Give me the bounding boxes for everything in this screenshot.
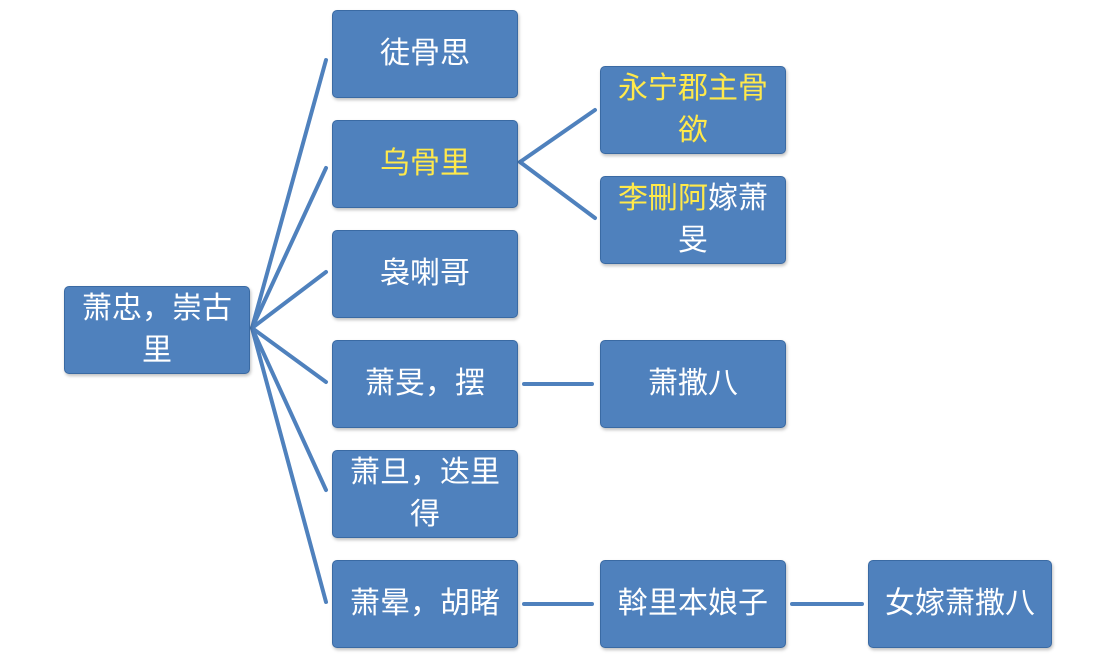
child-label: 萧晕，胡睹 xyxy=(350,586,500,621)
grandchild-node-yongning: 永宁郡主骨欲 xyxy=(600,66,786,154)
child-node-xiaoyun: 萧晕，胡睹 xyxy=(332,560,518,648)
grandchild-label: 永宁郡主骨欲 xyxy=(618,71,768,148)
grandchild-node-sababa: 萧撒八 xyxy=(600,340,786,428)
child-node-niaolage: 袅喇哥 xyxy=(332,230,518,318)
child-node-tugusi: 徒骨思 xyxy=(332,10,518,98)
grandchild-node-lishua: 李刪阿嫁萧旻 xyxy=(600,176,786,264)
child-label: 萧旦，迭里得 xyxy=(350,455,500,532)
grandchild-label: 萧撒八 xyxy=(648,366,738,401)
grandchild-label: 斡里本娘子 xyxy=(618,586,768,621)
child-label: 徒骨思 xyxy=(380,36,470,71)
grandchild-label-highlight: 李刪阿 xyxy=(618,181,708,216)
great-grandchild-node-daughter: 女嫁萧撒八 xyxy=(868,560,1052,648)
root-label: 萧忠，崇古里 xyxy=(82,291,232,368)
great-grandchild-label: 女嫁萧撒八 xyxy=(885,586,1035,621)
grandchild-node-wanli: 斡里本娘子 xyxy=(600,560,786,648)
grandchild-label-rest: 嫁萧旻 xyxy=(678,181,768,258)
child-label: 袅喇哥 xyxy=(380,256,470,291)
root-node: 萧忠，崇古里 xyxy=(64,286,250,374)
child-node-xiaomin: 萧旻，摆 xyxy=(332,340,518,428)
child-label: 萧旻，摆 xyxy=(365,366,485,401)
grandchild-label: 李刪阿嫁萧旻 xyxy=(611,178,775,262)
child-node-xiaodan: 萧旦，迭里得 xyxy=(332,450,518,538)
child-label: 乌骨里 xyxy=(380,146,470,181)
child-node-wuguli: 乌骨里 xyxy=(332,120,518,208)
